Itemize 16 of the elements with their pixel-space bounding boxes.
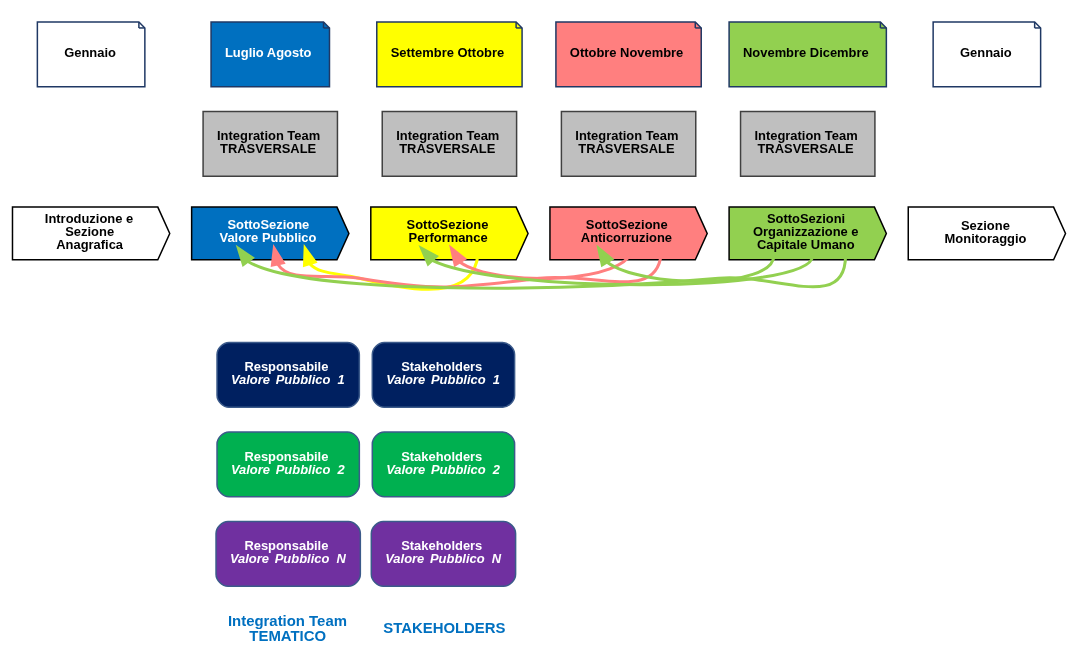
node-box: Integration Team TRASVERSALE <box>202 110 339 177</box>
node-box: Responsabile Valore Pubblico N <box>215 520 362 588</box>
node-box: Responsabile Valore Pubblico 2 <box>216 431 361 498</box>
node-box: Integration Team TRASVERSALE <box>381 110 518 177</box>
label: STAKEHOLDERS <box>383 618 506 636</box>
arrow <box>418 245 814 287</box>
node-box: Stakeholders Valore Pubblico N <box>370 520 517 588</box>
arrow <box>596 244 776 283</box>
node-box: Stakeholders Valore Pubblico 1 <box>371 341 516 408</box>
node-box: Stakeholders Valore Pubblico 2 <box>371 431 516 498</box>
label: Integration Team TEMATICO <box>227 612 347 645</box>
arrow <box>302 244 480 291</box>
arrow <box>235 244 848 290</box>
node-box: Integration Team TRASVERSALE <box>560 110 697 177</box>
node-box: Integration Team TRASVERSALE <box>739 110 876 177</box>
node-box: Responsabile Valore Pubblico 1 <box>216 341 361 408</box>
